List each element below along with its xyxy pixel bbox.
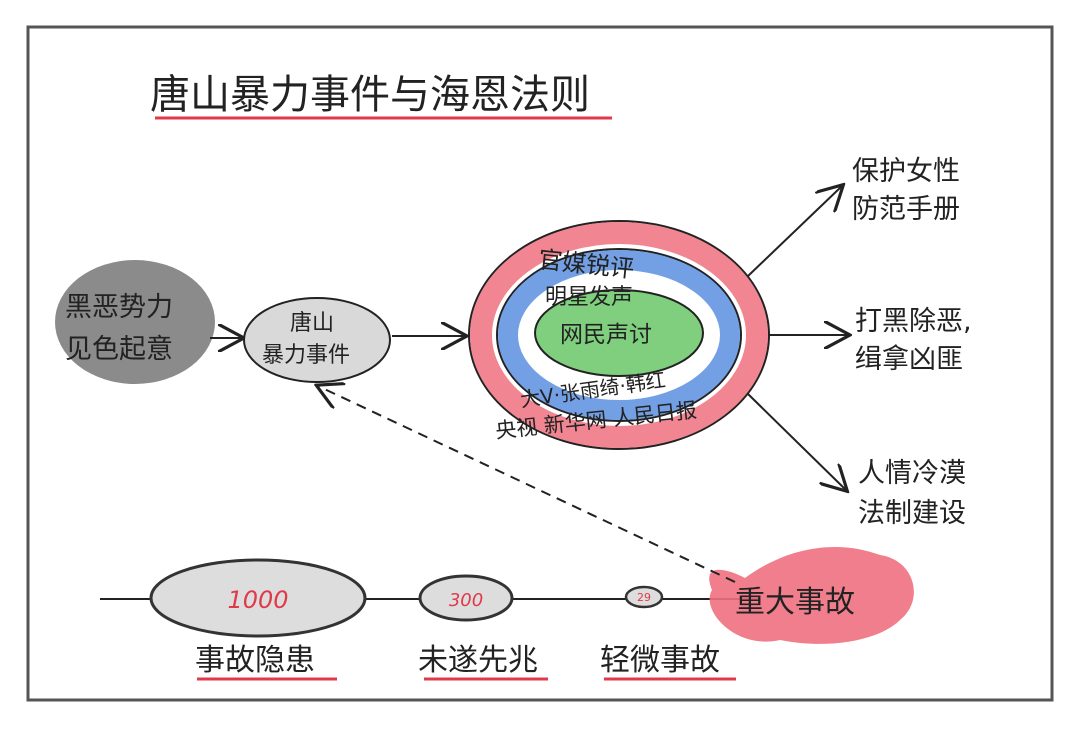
major-accident-label: 重大事故 xyxy=(735,585,855,620)
event-line-2: 暴力事件 xyxy=(262,343,350,368)
outcome-1-line-1: 保护女性 xyxy=(852,156,960,187)
stone-29-label: 轻微事故 xyxy=(600,643,720,678)
major-accident-cloud xyxy=(709,546,914,644)
stone-1000-value: 1000 xyxy=(227,586,288,614)
outcome-2-line-2: 缉拿凶匪 xyxy=(855,344,963,375)
inner-ring-netizens xyxy=(534,289,704,377)
inner-label: 网民声讨 xyxy=(560,322,652,348)
stone-1000 xyxy=(149,558,367,638)
stone-29-value: 29 xyxy=(637,591,651,604)
cause-line-2: 见色起意 xyxy=(65,334,173,365)
arrow-outcome-1 xyxy=(747,186,842,277)
event-line-1: 唐山 xyxy=(290,311,334,336)
stone-29 xyxy=(624,585,664,609)
stone-300 xyxy=(418,574,514,622)
outcome-3-line-1: 人情冷漠 xyxy=(858,458,966,489)
middle-top-label: 明星发声 xyxy=(545,285,633,310)
title: 唐山暴力事件与海恩法则 xyxy=(150,72,590,118)
dashed-arrow-major-to-event xyxy=(318,386,736,583)
cause-line-1: 黑恶势力 xyxy=(65,292,173,323)
outcome-1-line-2: 防范手册 xyxy=(852,194,960,225)
middle-ring-celebrities xyxy=(498,250,740,420)
stone-300-label: 未遂先兆 xyxy=(418,643,538,678)
outcome-3-line-2: 法制建设 xyxy=(858,498,966,529)
cause-cloud xyxy=(55,260,215,384)
outcome-2-line-1: 打黑除恶, xyxy=(855,306,972,337)
outer-ring-media xyxy=(470,222,768,448)
stone-1000-label: 事故隐患 xyxy=(195,643,315,678)
stone-300-value: 300 xyxy=(449,590,483,611)
arrow-outcome-3 xyxy=(747,393,846,490)
